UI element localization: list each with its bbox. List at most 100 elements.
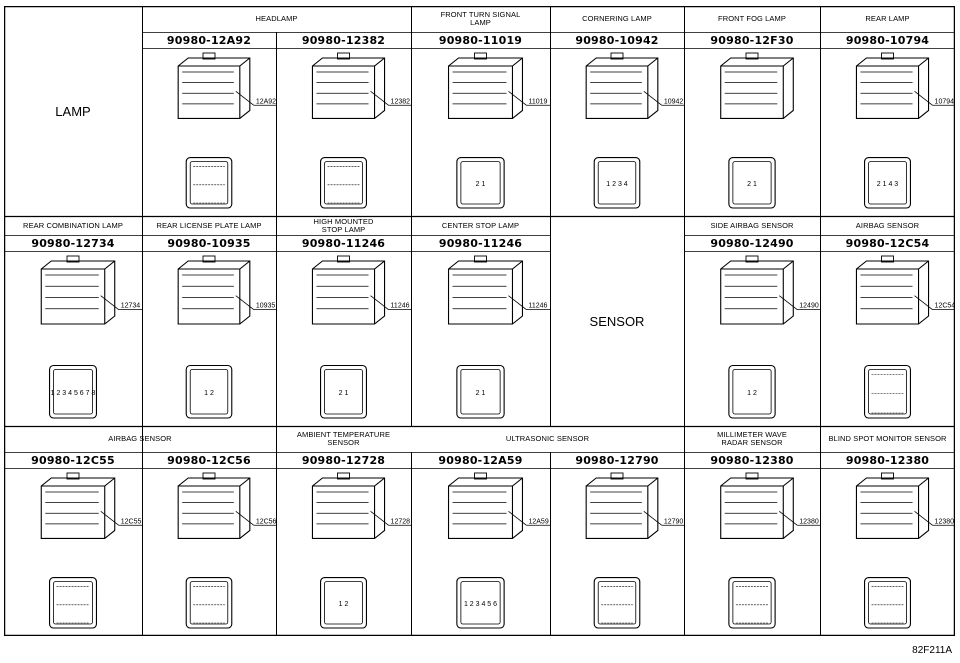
connector-face xyxy=(319,577,368,629)
pin-numbers: 2 1 xyxy=(747,181,757,188)
connector-housing xyxy=(311,260,386,325)
connector-housing xyxy=(447,260,524,325)
connector-face xyxy=(863,364,912,419)
pin-numbers: 2 1 xyxy=(339,390,349,397)
connector-housing xyxy=(585,477,659,540)
connector-drawing: 12380 xyxy=(720,472,820,629)
callout-label: 12C56 xyxy=(256,518,276,525)
connector-drawing: 10942 1 2 3 4 xyxy=(585,52,684,209)
header-side-airbag-sensor: SIDE AIRBAG SENSOR xyxy=(710,220,794,230)
part-number: 90980-12790 xyxy=(575,453,659,467)
callout-label: 10794 xyxy=(935,98,955,105)
part-number: 90980-12490 xyxy=(710,236,794,250)
connector-face xyxy=(728,157,776,209)
connector-face xyxy=(593,157,641,209)
connector-face xyxy=(728,577,776,629)
part-number: 90980-12C54 xyxy=(845,236,930,250)
header-airbag-sensor-2: AIRBAG SENSOR xyxy=(108,434,172,443)
table-grid xyxy=(4,6,955,636)
part-number: 90980-12380 xyxy=(710,453,794,467)
callout-label: 12A59 xyxy=(528,518,548,525)
callout-label: 12380 xyxy=(935,518,955,525)
connector-face xyxy=(185,577,233,629)
callout-label: 12A92 xyxy=(256,98,276,105)
header-airbag-sensor: AIRBAG SENSOR xyxy=(855,220,920,230)
part-number: 90980-12380 xyxy=(845,453,930,467)
part-number: 90980-10794 xyxy=(845,33,930,47)
pin-numbers: 1 2 3 4 xyxy=(606,181,628,188)
connector-face xyxy=(863,577,912,629)
header-ultrasonic-sensor: ULTRASONIC SENSOR xyxy=(505,434,590,443)
connector-drawing: 11246 2 1 xyxy=(447,255,550,419)
connector-face xyxy=(728,364,776,419)
connector-housing xyxy=(720,57,794,120)
header-center-stop-lamp: CENTER STOP LAMP xyxy=(441,220,520,230)
header-cornering-lamp: CORNERING LAMP xyxy=(582,14,652,23)
connector-housing xyxy=(40,260,116,325)
connector-housing xyxy=(40,477,116,540)
header-blind-spot-monitor-sensor: BLIND SPOT MONITOR SENSOR xyxy=(828,434,947,443)
header-rear-license-plate-lamp: REAR LICENSE PLATE LAMP xyxy=(156,220,262,230)
header-ambient-temperature-sensor: AMBIENT TEMPERATURE SENSOR xyxy=(296,430,391,447)
connector-housing xyxy=(720,477,794,540)
category-lamp: LAMP xyxy=(55,103,91,119)
connector-housing xyxy=(585,57,659,120)
part-number: 90980-12728 xyxy=(301,453,386,467)
connector-face xyxy=(456,364,505,419)
header-millimeter-wave-radar-sensor: MILLIMETER WAVE RADAR SENSOR xyxy=(717,430,787,447)
connector-face xyxy=(319,157,368,209)
callout-label: 11019 xyxy=(528,98,547,105)
callout-label: 12734 xyxy=(121,303,141,310)
callout-label: 12490 xyxy=(799,303,819,310)
part-number: 90980-11019 xyxy=(438,33,523,47)
connector-face xyxy=(593,577,641,629)
connector-face xyxy=(863,157,912,209)
part-number: 90980-12A59 xyxy=(438,453,523,467)
connector-housing xyxy=(855,57,930,120)
header-front-fog-lamp: FRONT FOG LAMP xyxy=(718,14,786,23)
callout-label: 12C54 xyxy=(935,303,955,310)
connector-drawing: 12C55 xyxy=(40,472,142,629)
connector-face xyxy=(319,364,368,419)
connector-drawing: 12790 xyxy=(585,472,684,629)
part-number: 90980-12F30 xyxy=(710,33,794,47)
pin-numbers: 2 1 xyxy=(476,181,486,188)
connector-drawing: 12C56 xyxy=(177,472,276,629)
connector-drawing: 12C54 xyxy=(855,255,955,419)
part-number: 90980-10935 xyxy=(167,236,251,250)
connector-face xyxy=(185,364,233,419)
connector-housing xyxy=(311,57,386,120)
connector-face xyxy=(456,157,505,209)
connector-face xyxy=(185,157,233,209)
part-number: 90980-12A92 xyxy=(166,33,252,47)
header-headlamp: HEADLAMP xyxy=(255,14,298,23)
connector-face xyxy=(48,364,98,419)
part-number: 90980-11246 xyxy=(301,236,386,250)
part-number: 90980-12734 xyxy=(31,236,115,250)
connector-chart: LAMP SENSOR HEADLAMP FRONT TURN SIGNAL L… xyxy=(4,6,955,636)
connector-housing xyxy=(311,477,386,540)
connector-drawing: 2 1 xyxy=(720,52,794,209)
connector-drawing: 11019 2 1 xyxy=(447,52,550,209)
part-number: 90980-10942 xyxy=(575,33,659,47)
callout-label: 10935 xyxy=(256,303,276,310)
connector-housing xyxy=(855,260,930,325)
pin-numbers: 1 2 xyxy=(339,601,349,608)
part-number: 90980-12C56 xyxy=(167,453,251,467)
connector-housing xyxy=(447,477,524,540)
connector-housing xyxy=(720,260,794,325)
callout-label: 11246 xyxy=(528,303,547,310)
category-sensor: SENSOR xyxy=(589,313,645,329)
callout-label: 10942 xyxy=(664,98,684,105)
connector-drawing: 12A92 xyxy=(177,52,276,209)
part-number: 90980-11246 xyxy=(438,236,523,250)
pin-numbers: 2 1 xyxy=(476,390,486,397)
connector-face xyxy=(456,577,505,629)
callout-label: 12380 xyxy=(799,518,819,525)
